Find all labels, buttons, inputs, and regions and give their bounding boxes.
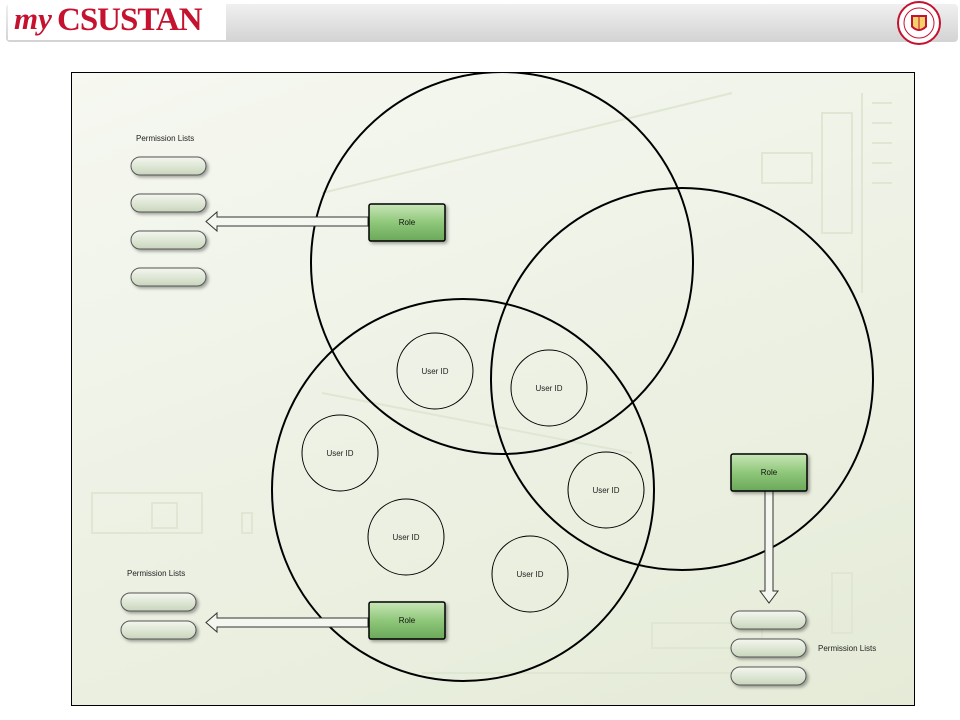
permission-list-group-top-left: Permission Lists [130,134,207,287]
user-id-label: User ID [326,449,353,458]
permission-list-pill [730,666,807,686]
user-id-node: User ID [491,535,569,613]
role-circle-bottom [271,298,655,682]
user-id-label: User ID [392,533,419,542]
permission-lists-label: Permission Lists [818,644,876,653]
role-box-right: Role [730,453,808,492]
role-box-top: Role [368,203,446,242]
arrow-bottom-role-to-permissions [205,611,369,634]
permission-lists-label: Permission Lists [136,134,194,143]
role-label: Role [399,616,416,625]
permission-list-pill [130,267,207,287]
permission-list-pill [130,156,207,176]
arrow-top-role-to-permissions [205,210,369,233]
user-id-node: User ID [567,451,645,529]
permission-list-group-bottom-left: Permission Lists [120,569,197,640]
permission-list-pill [120,620,197,640]
permission-lists-label: Permission Lists [127,569,185,578]
diagram-canvas: User ID User ID User ID User ID User ID … [91,73,892,686]
role-label: Role [399,218,416,227]
role-circle-right [490,187,874,571]
permission-list-pill [130,193,207,213]
permission-list-group-bottom-right: Permission Lists [730,610,876,686]
user-id-node: User ID [367,498,445,576]
permission-list-pill [130,230,207,250]
header: my CSUSTAN [0,0,960,48]
university-seal-icon [897,1,941,45]
diagram-panel: User ID User ID User ID User ID User ID … [71,72,915,706]
user-id-label: User ID [516,570,543,579]
permission-list-pill [120,592,197,612]
role-circle-top [310,73,694,455]
logo-prefix: my [14,1,52,36]
user-id-node: User ID [396,332,474,410]
mycsustan-logo[interactable]: my CSUSTAN [8,0,226,40]
user-id-node: User ID [301,414,379,492]
logo-main-text: CSUSTAN [57,2,203,38]
permission-list-pill [730,610,807,630]
user-id-node: User ID [510,349,588,427]
user-id-label: User ID [421,367,448,376]
user-id-label: User ID [535,384,562,393]
permission-list-pill [730,638,807,658]
user-id-label: User ID [592,486,619,495]
background-decoration [91,92,892,674]
role-label: Role [761,468,778,477]
role-box-bottom: Role [368,601,446,640]
arrow-right-role-to-permissions [759,490,779,604]
